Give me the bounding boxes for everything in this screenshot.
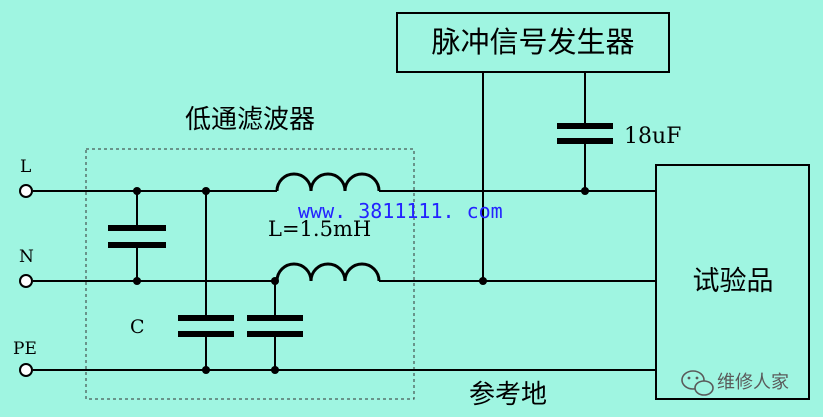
terminal-pe <box>19 363 33 377</box>
inductor-l-coil <box>275 172 381 192</box>
junction-dot <box>479 277 487 285</box>
terminal-n-label: N <box>19 247 34 267</box>
terminal-l-label: L <box>20 157 31 177</box>
reference-ground-label: 参考地 <box>469 380 547 410</box>
capacitor-c-label: C <box>130 316 145 338</box>
junction-dot <box>271 277 279 285</box>
inductor-value-label: L=1.5mH <box>268 217 371 241</box>
junction-dot <box>202 366 210 374</box>
pulse-generator-label: 脉冲信号发生器 <box>431 25 634 59</box>
terminal-n <box>19 274 33 288</box>
junction-dot <box>271 366 279 374</box>
brand-watermark-text: 维修人家 <box>717 372 789 393</box>
junction-dot <box>202 187 210 195</box>
junction-dot <box>581 187 589 195</box>
terminal-l <box>19 184 33 198</box>
test-object-label: 试验品 <box>693 266 774 297</box>
junction-dot <box>133 187 141 195</box>
wechat-icon <box>681 370 714 396</box>
terminal-pe-label: PE <box>13 339 37 359</box>
low-pass-filter-label: 低通滤波器 <box>185 105 315 135</box>
junction-dot <box>133 277 141 285</box>
watermark-url: www. 3811111. com <box>298 199 503 223</box>
pulse-generator-box <box>396 12 670 73</box>
low-pass-filter-boundary <box>85 148 415 400</box>
capacitor-18uf-label: 18uF <box>624 124 681 149</box>
inductor-n-coil <box>275 262 381 282</box>
